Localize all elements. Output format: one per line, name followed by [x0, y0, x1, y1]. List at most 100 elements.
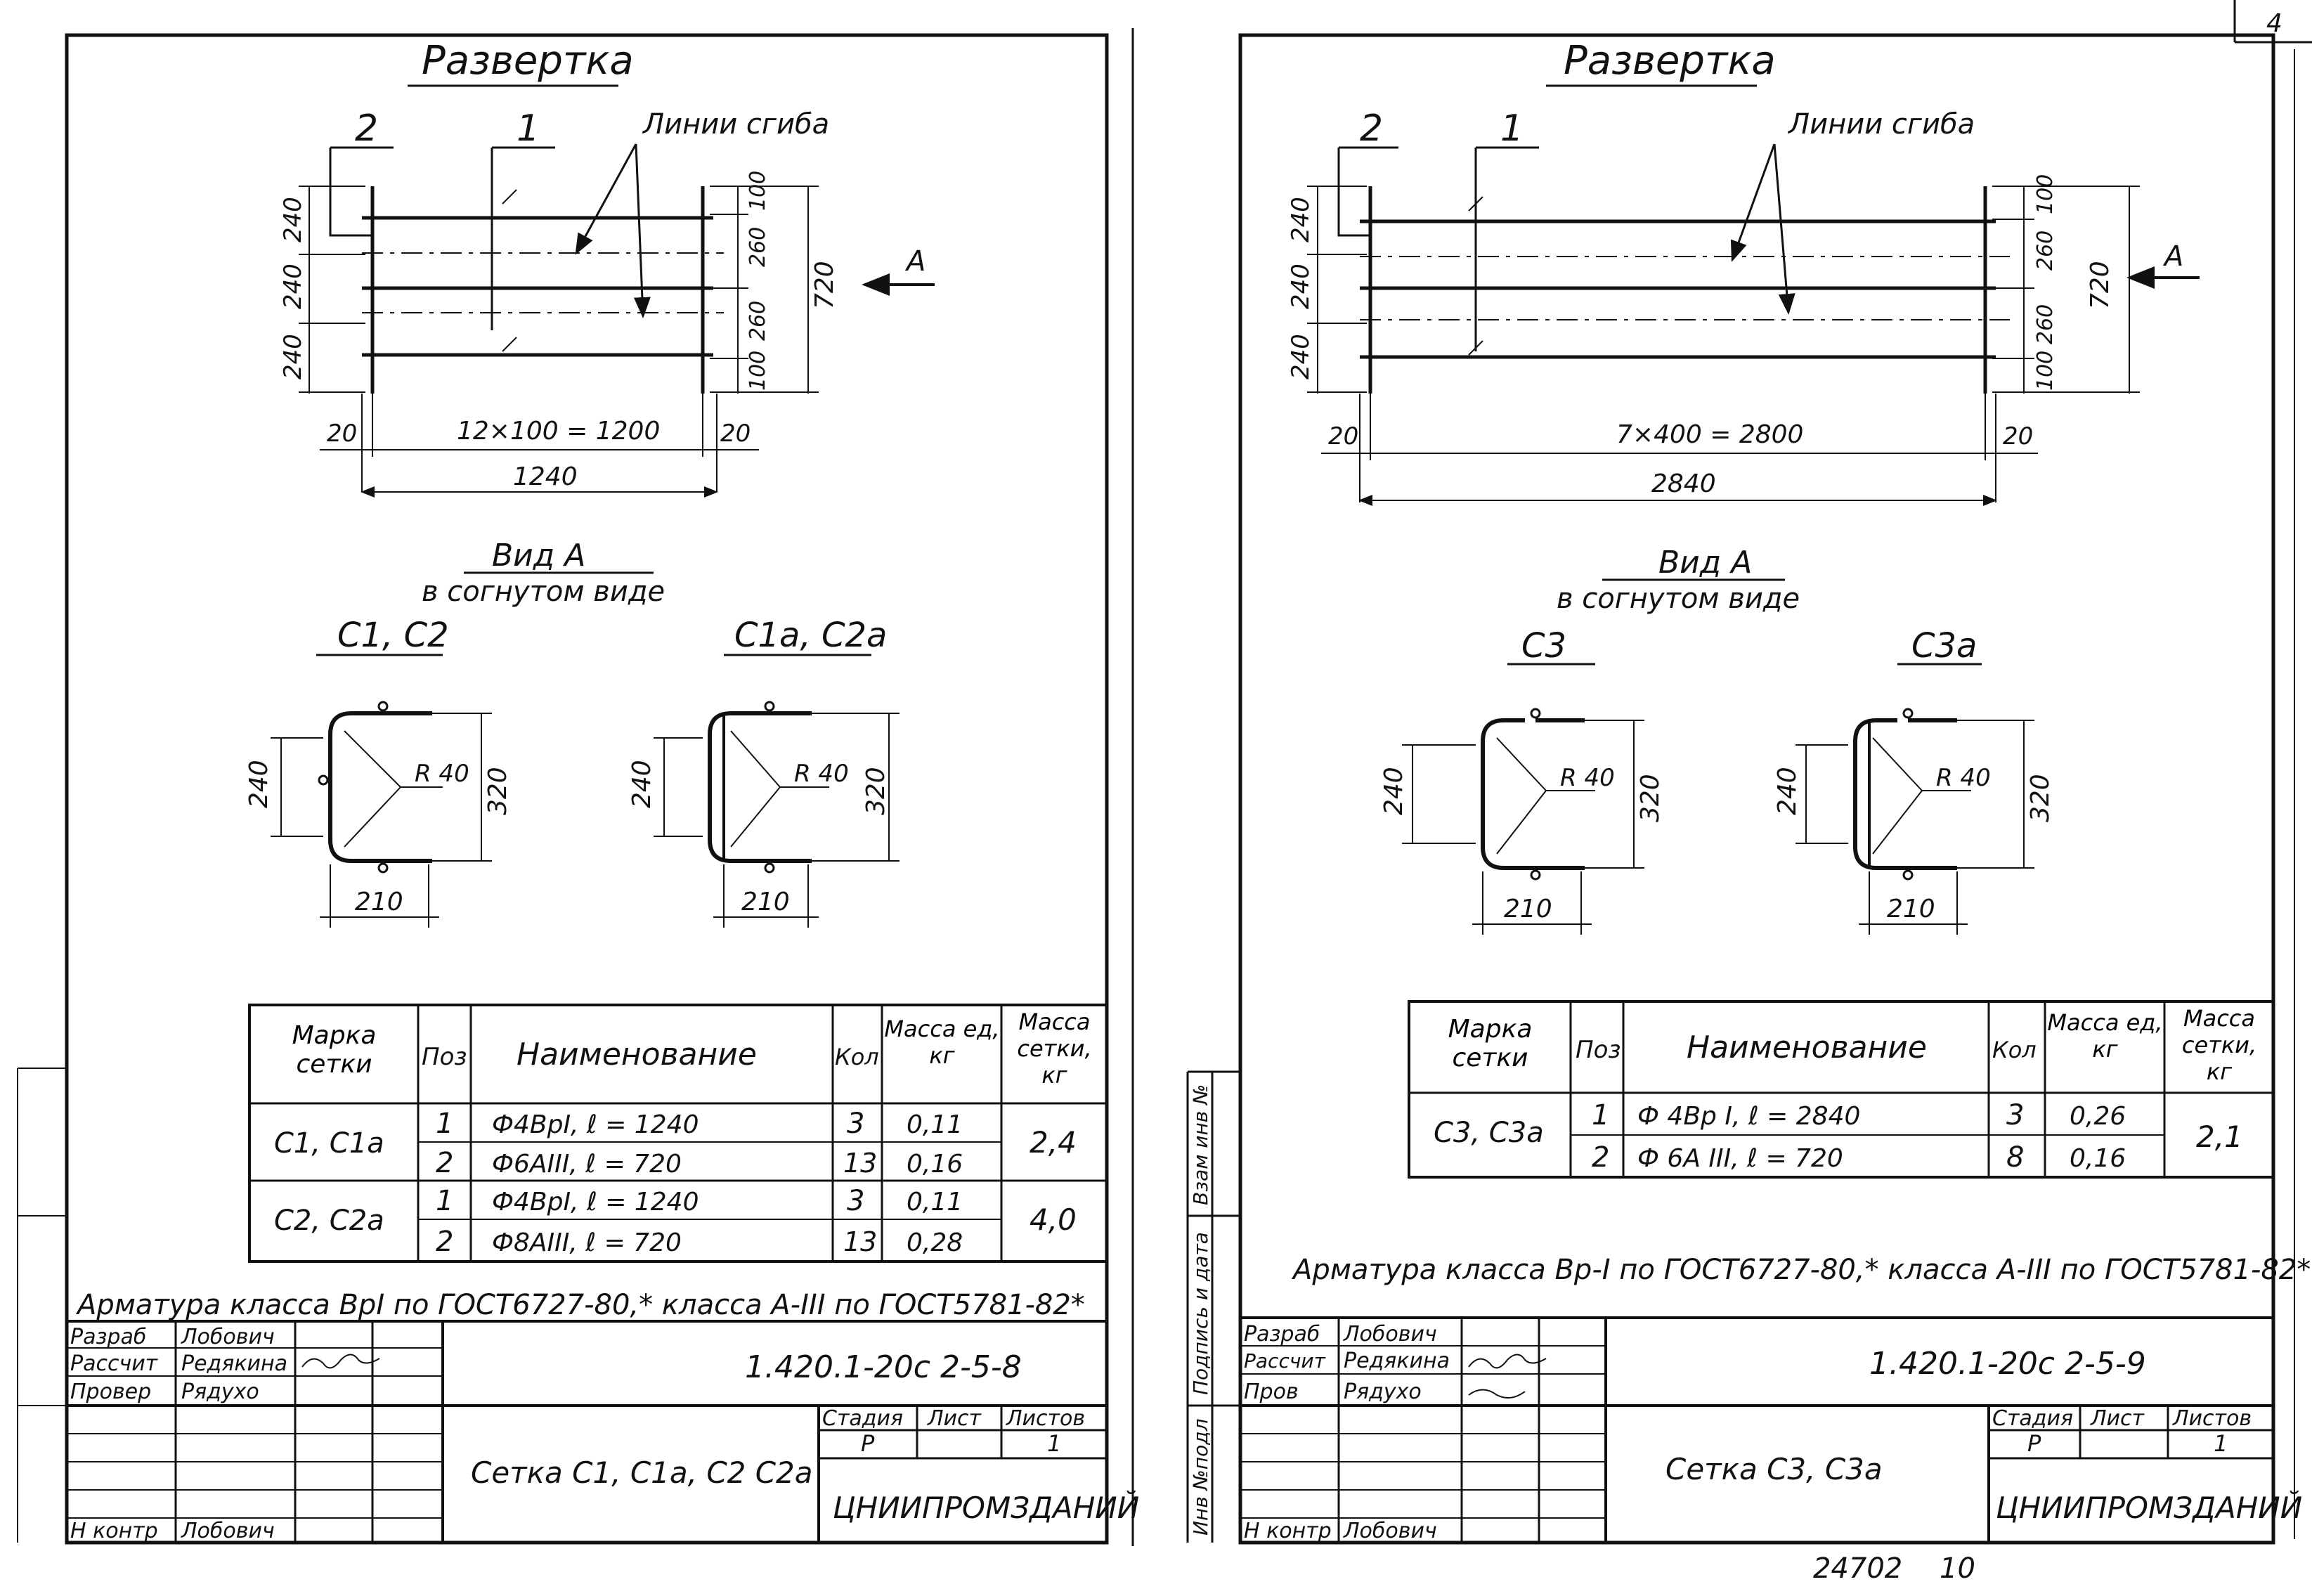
right-stamp-h-sheet: Лист: [2090, 1406, 2145, 1431]
left-section2-shape: [654, 701, 900, 928]
corner-number: 4: [2266, 9, 2282, 38]
bottom-code: 24702: [1813, 1552, 1902, 1585]
left-stamp-stage: Р: [861, 1430, 875, 1457]
right-stamp-r1-name: Лобович: [1343, 1322, 1437, 1347]
right-signature: [1468, 1354, 1547, 1399]
left-dim-left-2: 240: [279, 264, 307, 309]
left-row2-qty: 13: [843, 1148, 877, 1179]
left-stamp-r1-role: Разраб: [70, 1325, 146, 1349]
left-dim-right-3: 260: [746, 301, 770, 341]
left-pos1-label: 1: [517, 108, 540, 150]
left-section1-title: С1, С2: [337, 616, 449, 655]
left-dim-left-1: 240: [279, 197, 307, 242]
left-section2-h-inner: 240: [628, 760, 656, 808]
right-row2-pos: 2: [1592, 1141, 1609, 1174]
left-th-mark: Марка сетки: [292, 1021, 377, 1079]
left-mesh-development: [362, 186, 724, 394]
right-section2-w: 210: [1887, 895, 1935, 923]
left-row3-qty: 3: [847, 1185, 864, 1217]
right-row2-mass: 0,16: [2070, 1144, 2126, 1173]
left-section2-radius: R 40: [794, 760, 849, 788]
right-stamp-r2-name: Редякина: [1344, 1349, 1450, 1373]
left-view-subtitle: в согнутом виде: [422, 576, 665, 608]
right-section2-h-outer: 320: [2026, 774, 2055, 822]
right-spec-table: [1408, 1000, 2275, 1179]
left-row3-name: Ф4ВрI, ℓ = 1240: [492, 1188, 699, 1217]
right-row2-name: Ф 6А III, ℓ = 720: [1637, 1144, 1843, 1173]
right-section1-w: 210: [1504, 895, 1552, 923]
left-dim-left-3: 240: [279, 334, 307, 379]
right-stamp-r2-role: Рассчит: [1244, 1349, 1326, 1373]
left-section2-title: С1а, С2а: [734, 616, 887, 655]
left-dim-right-1: 100: [746, 171, 770, 211]
left-row4-name: Ф8АIII, ℓ = 720: [492, 1228, 682, 1257]
right-section2-h-inner: 240: [1773, 767, 1802, 815]
left-stamp-h-sheets: Листов: [1006, 1406, 1085, 1431]
left-stamp-r2-role: Рассчит: [70, 1351, 159, 1376]
left-row4-pos: 2: [436, 1226, 453, 1258]
right-stamp-r4-name: Лобович: [1343, 1519, 1437, 1543]
left-stamp-r1-name: Лобович: [181, 1325, 275, 1349]
right-stamp-h-stage: Стадия: [1992, 1406, 2073, 1431]
left-row1-pos: 1: [436, 1108, 453, 1140]
right-stamp-title: Сетка С3, С3а: [1665, 1452, 1883, 1486]
left-stamp-r3-role: Провер: [70, 1380, 151, 1404]
left-stamp-sheets: 1: [1047, 1430, 1061, 1457]
left-view-title: Вид А: [492, 538, 585, 573]
right-pos1-label: 1: [1500, 108, 1524, 150]
right-dim-right-3: 260: [2033, 304, 2058, 344]
right-dim-left-3: 240: [1287, 334, 1315, 379]
left-dim-span: 12×100 = 1200: [457, 417, 660, 446]
left-th-name: Наименование: [517, 1037, 757, 1072]
right-bend-label: Линии сгиба: [1787, 108, 1975, 141]
right-section1-shape: [1402, 708, 1644, 935]
right-view-subtitle: в согнутом виде: [1557, 583, 1800, 615]
left-dim-right-2: 260: [746, 227, 770, 267]
left-row3-mark: С2, С2а: [274, 1205, 384, 1237]
left-side-stamp: [17, 1068, 67, 1543]
right-side-stamp: Взам инв № Подпись и дата Инв №подл: [1186, 1070, 1240, 1543]
side-stamp-replace: Взам инв №: [1189, 1084, 1212, 1205]
right-th-mass-mesh: Масса сетки, кг: [2181, 1005, 2257, 1085]
left-bend-label: Линии сгиба: [642, 108, 829, 141]
left-dim-end-right: 20: [720, 420, 751, 448]
left-stamp-title: Сетка С1, С1а, С2 С2а: [471, 1455, 813, 1490]
right-th-name: Наименование: [1687, 1030, 1927, 1065]
side-stamp-inv: Инв №подл: [1189, 1418, 1212, 1536]
left-row3-pos: 1: [436, 1185, 453, 1217]
right-dim-total-w: 2840: [1651, 469, 1716, 498]
left-section2-h-outer: 320: [862, 767, 890, 815]
right-section2-title: С3а: [1911, 626, 1977, 666]
right-stamp-org: ЦНИИПРОМЗДАНИЙ: [1996, 1490, 2302, 1525]
bottom-num: 10: [1940, 1552, 1975, 1585]
left-dim-end-left: 20: [327, 420, 357, 448]
right-row1-mark: С3, С3а: [1434, 1117, 1544, 1149]
side-stamp-sign: Подпись и дата: [1189, 1232, 1212, 1395]
left-spec-table: [248, 1004, 1108, 1263]
left-row1-total: 2,4: [1030, 1125, 1077, 1160]
left-row1-mass: 0,11: [907, 1110, 963, 1139]
left-note: Арматура класса ВрI по ГОСТ6727-80,* кла…: [75, 1289, 1085, 1321]
right-row1-mass: 0,26: [2070, 1102, 2126, 1131]
left-row3-mass: 0,11: [907, 1188, 963, 1217]
right-section1-h-outer: 320: [1636, 774, 1665, 822]
right-pos2-label: 2: [1360, 108, 1383, 150]
right-dim-right-1: 100: [2033, 174, 2058, 214]
right-row1-qty: 3: [2006, 1099, 2024, 1131]
right-dim-right-4: 100: [2033, 351, 2058, 391]
left-stamp-r2-name: Редякина: [181, 1351, 287, 1376]
left-th-mass-unit: Масса ед, кг: [884, 1016, 1000, 1069]
right-stamp-sheets: 1: [2214, 1430, 2228, 1457]
left-th-qty: Кол: [835, 1044, 879, 1070]
right-section1-radius: R 40: [1560, 764, 1615, 792]
right-row1-pos: 1: [1592, 1099, 1609, 1131]
left-dim-right-4: 100: [746, 351, 770, 391]
left-row1-name: Ф4ВрI, ℓ = 1240: [492, 1110, 699, 1139]
right-stamp-r1-role: Разраб: [1244, 1322, 1320, 1347]
left-row1-qty: 3: [847, 1108, 864, 1140]
left-doc-code: 1.420.1-20с 2-5-8: [745, 1349, 1022, 1385]
right-section1-h-inner: 240: [1379, 767, 1408, 815]
right-dim-right-2: 260: [2033, 231, 2058, 271]
right-row2-qty: 8: [2006, 1141, 2024, 1174]
